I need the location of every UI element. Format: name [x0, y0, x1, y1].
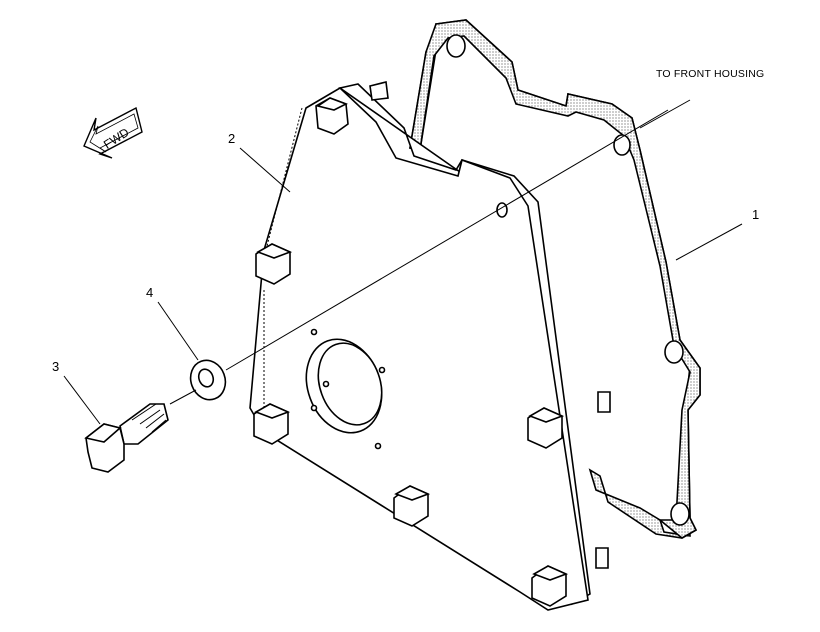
washer	[189, 359, 227, 401]
callout-leaders	[63, 147, 743, 425]
to-front-housing-note: TO FRONT HOUSING	[656, 68, 765, 80]
cover-plate-face	[249, 87, 589, 611]
callout-cover-plate: 2	[228, 131, 236, 146]
callout-washer: 4	[146, 285, 154, 300]
callout-gasket: 1	[752, 207, 760, 222]
leader-gasket	[675, 223, 743, 261]
leader-cover-plate	[239, 147, 291, 193]
cover-plate	[249, 81, 611, 611]
callout-bolt: 3	[52, 359, 60, 374]
bolt	[84, 403, 169, 473]
forward-direction-arrow-icon	[83, 106, 143, 159]
leader-washer	[157, 301, 199, 361]
gasket	[409, 19, 701, 539]
leader-bolt	[63, 375, 101, 425]
assembly-centerline	[169, 99, 691, 405]
plate-bolt-heads	[253, 97, 569, 607]
